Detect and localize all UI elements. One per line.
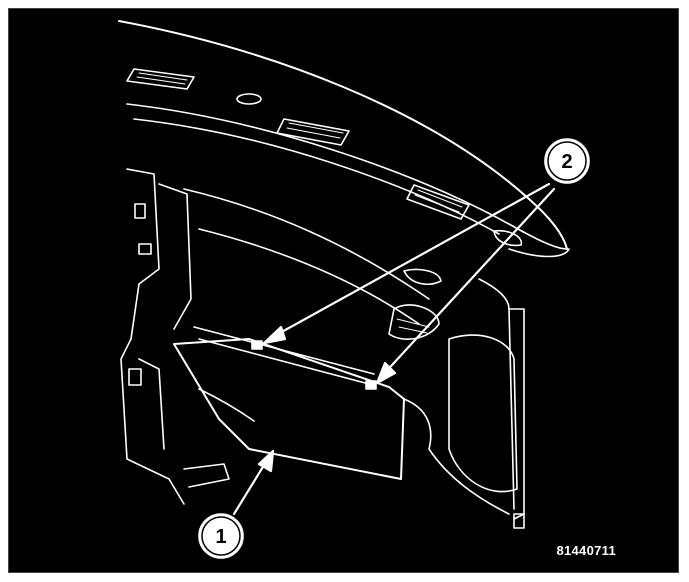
arrowhead-2-left bbox=[262, 325, 287, 345]
bracket-upper bbox=[134, 203, 146, 219]
diagram-frame: 2 1 81440711 bbox=[8, 8, 679, 573]
leader-2-right bbox=[379, 187, 556, 379]
figure-id-label: 81440711 bbox=[556, 543, 616, 558]
callout-1: 1 bbox=[198, 513, 244, 559]
arrowhead-2-right bbox=[375, 361, 397, 385]
leader-2-left bbox=[267, 182, 551, 341]
corner-vent bbox=[493, 229, 523, 247]
glovebox-handle bbox=[198, 388, 255, 422]
bin-stop-left bbox=[251, 340, 263, 350]
glovebox-bin-rail bbox=[193, 326, 377, 390]
dashboard-line-drawing: 2 1 bbox=[118, 20, 590, 559]
dashboard-top bbox=[118, 20, 568, 250]
bracket-lower bbox=[128, 368, 142, 386]
left-structure bbox=[120, 168, 230, 505]
defrost-sensor bbox=[236, 93, 262, 105]
callout-2-label: 2 bbox=[561, 151, 572, 173]
vent-right bbox=[406, 184, 470, 220]
glovebox-door bbox=[173, 338, 510, 515]
bin-stop-right bbox=[365, 380, 377, 390]
arrowhead-1 bbox=[257, 449, 275, 473]
speaker-grille bbox=[388, 304, 440, 340]
callout-1-label: 1 bbox=[215, 526, 226, 548]
bracket-middle bbox=[138, 243, 152, 255]
vent-center bbox=[276, 118, 350, 146]
dash-end-cap bbox=[448, 248, 570, 529]
callout-leaders bbox=[232, 182, 556, 516]
callout-2: 2 bbox=[544, 138, 590, 184]
trim-clip bbox=[403, 268, 442, 285]
vent-left bbox=[126, 68, 195, 90]
air-vents bbox=[126, 68, 523, 247]
